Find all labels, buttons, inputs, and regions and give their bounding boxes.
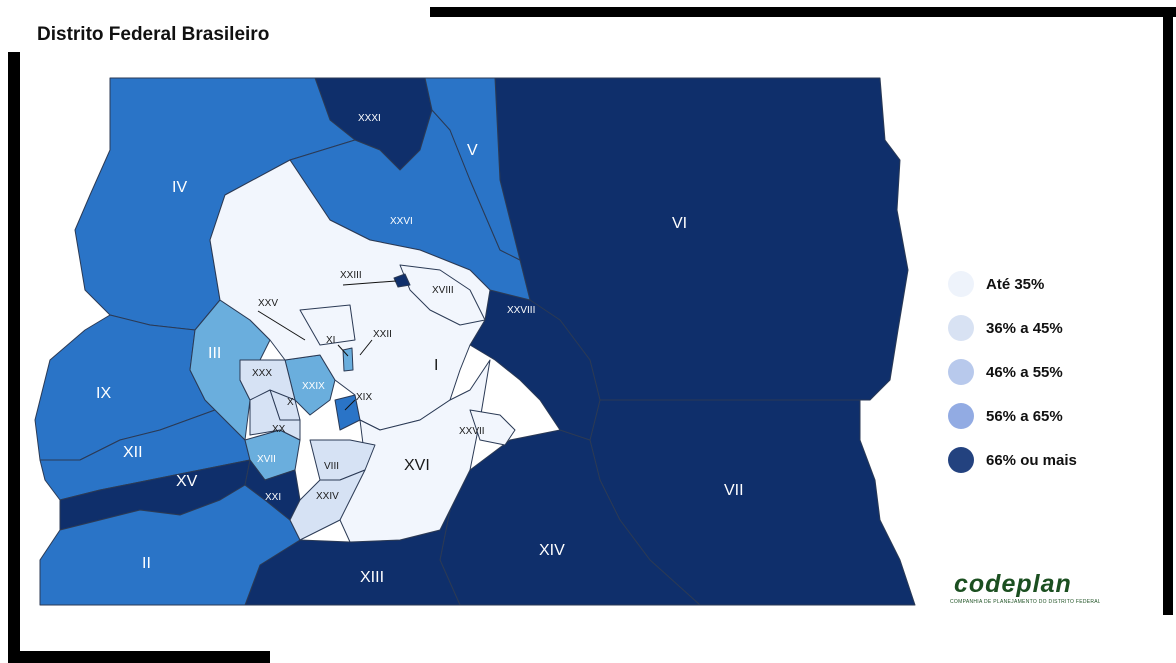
label-XX: XX [272, 424, 286, 435]
label-XIII: XIII [360, 569, 384, 586]
label-XXIV: XXIV [316, 491, 339, 502]
label-XXI: XXI [265, 492, 281, 503]
label-V: V [467, 142, 478, 159]
label-VI: VI [672, 215, 687, 232]
label-XII: XII [123, 444, 143, 461]
label-XVI: XVI [404, 457, 430, 474]
region-V[interactable] [424, 77, 521, 261]
legend-item-3: 46% a 55% [948, 359, 1077, 385]
legend-swatch-4 [948, 403, 974, 429]
leader-line-XXV [257, 310, 306, 341]
legend: Até 35% 36% a 45% 46% a 55% 56% a 65% 66… [948, 271, 1077, 492]
label-IV: IV [172, 179, 187, 196]
leader-line-XI [337, 344, 349, 357]
frame-left-bar [8, 52, 20, 663]
legend-label-4: 56% a 65% [986, 407, 1063, 425]
label-XXV: XXV [258, 298, 278, 309]
label-XXXI: XXXI [358, 113, 381, 124]
label-XXIX: XXIX [302, 381, 325, 392]
label-IX: IX [96, 385, 111, 402]
legend-swatch-3 [948, 359, 974, 385]
label-II: II [142, 555, 151, 572]
label-XXVIII: XXVIII [507, 305, 535, 316]
frame-right-bar [1163, 7, 1173, 615]
label-XXVI: XXVI [390, 216, 413, 227]
label-XXII: XXII [373, 329, 392, 340]
legend-item-2: 36% a 45% [948, 315, 1077, 341]
legend-swatch-2 [948, 315, 974, 341]
label-VIII: VIII [324, 461, 339, 472]
legend-item-1: Até 35% [948, 271, 1077, 297]
label-XV: XV [176, 473, 198, 490]
label-XI: XI [326, 335, 335, 346]
label-XIX: XIX [356, 392, 372, 403]
label-XIV: XIV [539, 542, 565, 559]
label-XXVII: XXVII [459, 426, 485, 437]
frame-bottom-bar [8, 651, 270, 663]
legend-swatch-1 [948, 271, 974, 297]
leader-line-XIX [344, 399, 356, 411]
legend-item-5: 66% ou mais [948, 447, 1077, 473]
label-X: X [287, 397, 294, 408]
label-XXIII: XXIII [340, 270, 362, 281]
legend-item-4: 56% a 65% [948, 403, 1077, 429]
legend-label-3: 46% a 55% [986, 363, 1063, 381]
leader-line-XXII [359, 339, 373, 356]
label-XXX: XXX [252, 368, 272, 379]
legend-label-2: 36% a 45% [986, 319, 1063, 337]
map-title: Distrito Federal Brasileiro [37, 24, 270, 45]
legend-label-1: Até 35% [986, 275, 1045, 293]
label-III: III [208, 345, 221, 362]
label-VII: VII [724, 482, 744, 499]
region-XXVII[interactable] [469, 409, 516, 446]
label-XVII: XVII [257, 454, 276, 465]
legend-label-5: 66% ou mais [986, 451, 1077, 469]
legend-swatch-5 [948, 447, 974, 473]
region-XX[interactable] [249, 389, 301, 441]
region-XXIII[interactable] [393, 273, 411, 288]
region-XXIV[interactable] [289, 469, 366, 541]
codeplan-logo-subtitle: COMPANHIA DE PLANEJAMENTO DO DISTRITO FE… [950, 599, 1100, 605]
label-XVIII: XVIII [432, 285, 454, 296]
region-XVIII[interactable] [399, 264, 486, 326]
label-I: I [434, 357, 438, 374]
region-XXV[interactable] [299, 304, 356, 346]
leader-line-XXIII [342, 280, 397, 286]
frame-top-bar [430, 7, 1176, 17]
codeplan-logo: codeplan [954, 570, 1072, 598]
